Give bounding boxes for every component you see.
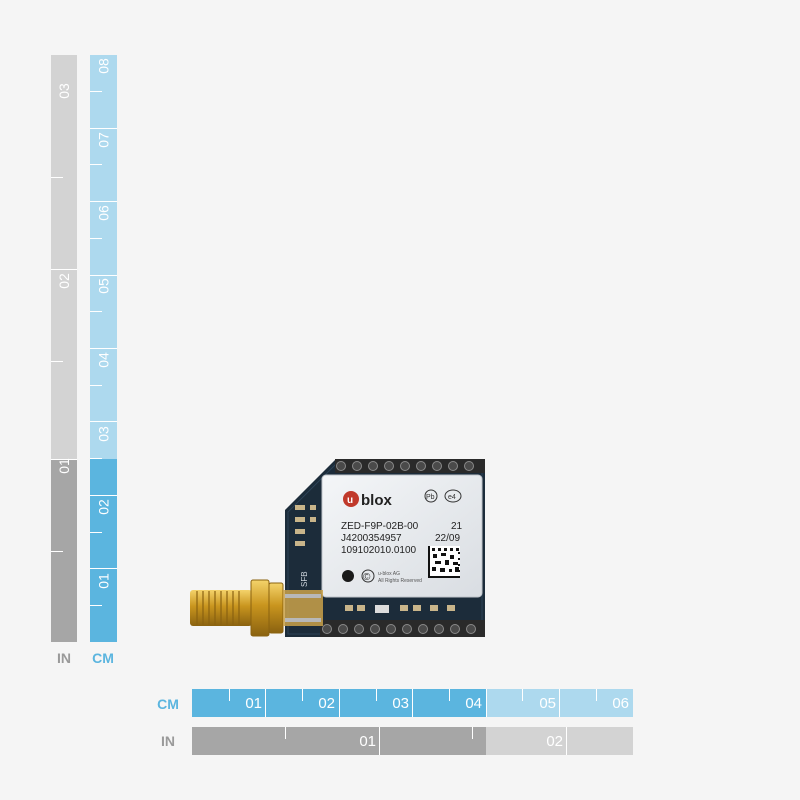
- horizontal-inch-number: 02: [546, 733, 563, 750]
- vertical-cm-tick: [90, 532, 102, 533]
- vertical-inch-tick: [51, 361, 63, 362]
- vertical-cm-number: 07: [95, 132, 112, 148]
- horizontal-cm-tick: [376, 689, 377, 701]
- vertical-inch-ruler: 03 02 01: [51, 55, 77, 642]
- bottom-pin-header: [320, 620, 485, 637]
- module-date: 22/09: [435, 533, 460, 544]
- vertical-cm-number: 05: [95, 278, 112, 294]
- sma-antenna-connector: [190, 579, 323, 637]
- pin1-marker-dot: [342, 570, 354, 582]
- horizontal-inch-tick: [566, 727, 567, 755]
- vertical-inch-tick: [51, 269, 77, 270]
- svg-text:©: ©: [363, 572, 371, 583]
- horizontal-cm-tick: [596, 689, 597, 701]
- vertical-cm-tick: [90, 458, 102, 459]
- vertical-cm-tick: [90, 605, 102, 606]
- vertical-inch-tick: [51, 177, 63, 178]
- vertical-inch-number: 01: [56, 458, 72, 474]
- vertical-inch-tick: [51, 459, 77, 460]
- vertical-cm-tick: [90, 128, 117, 129]
- horizontal-inch-tick: [379, 727, 380, 755]
- horizontal-cm-tick: [486, 689, 487, 717]
- vertical-cm-number: 02: [95, 499, 112, 515]
- svg-text:u: u: [347, 495, 353, 506]
- horizontal-cm-tick: [412, 689, 413, 717]
- datamatrix-code-icon: [428, 546, 460, 578]
- horizontal-cm-number: 06: [612, 695, 629, 712]
- svg-text:e4: e4: [448, 494, 456, 501]
- horizontal-inch-unit-label: IN: [161, 733, 175, 749]
- vertical-cm-ruler-dark-segment: [90, 459, 117, 642]
- vertical-cm-tick: [90, 164, 102, 165]
- top-pin-header: [335, 459, 485, 473]
- module-model: ZED-F9P-02B-00: [341, 521, 419, 532]
- vertical-cm-number: 08: [95, 58, 112, 74]
- horizontal-cm-number: 01: [245, 695, 262, 712]
- horizontal-inch-ruler: 01 02: [192, 727, 633, 755]
- vertical-cm-tick: [90, 311, 102, 312]
- vertical-cm-number: 06: [95, 205, 112, 221]
- horizontal-cm-tick: [449, 689, 450, 701]
- vertical-inch-number: 03: [56, 83, 72, 99]
- horizontal-cm-number: 03: [392, 695, 409, 712]
- svg-text:blox: blox: [361, 492, 392, 509]
- copyright-mark-icon: [361, 569, 375, 583]
- vertical-inch-unit-label: IN: [57, 650, 71, 666]
- module-footer-line1: u-blox AG: [378, 571, 400, 577]
- svg-text:Pb: Pb: [426, 494, 435, 501]
- horizontal-cm-number: 02: [318, 695, 335, 712]
- vertical-cm-tick: [90, 421, 117, 422]
- horizontal-cm-number: 04: [465, 695, 482, 712]
- vertical-cm-tick: [90, 568, 117, 569]
- vertical-inch-tick: [51, 551, 63, 552]
- horizontal-cm-unit-label: CM: [157, 696, 179, 712]
- pcb-silkscreen: SFB: [300, 571, 309, 587]
- horizontal-inch-ruler-dark-segment: [192, 727, 486, 755]
- vertical-cm-tick: [90, 275, 117, 276]
- horizontal-cm-tick: [229, 689, 230, 701]
- vertical-cm-ruler: 08 07 06 05 04 03 02 01: [90, 55, 117, 642]
- ublox-logo-icon: [343, 491, 359, 507]
- gps-module-board-photo: SFB u blox Pb e4 ZED-F9P-02B-00 21 J4200…: [185, 455, 490, 650]
- pb-free-mark-icon: [424, 489, 438, 503]
- vertical-inch-number: 02: [56, 273, 72, 289]
- module-code-right: 21: [451, 521, 463, 532]
- smd-components: [295, 505, 455, 613]
- horizontal-cm-tick: [339, 689, 340, 717]
- horizontal-cm-tick: [559, 689, 560, 717]
- horizontal-cm-number: 05: [539, 695, 556, 712]
- vertical-inch-ruler-dark-segment: [51, 459, 77, 642]
- gps-module-board-graphic: SFB u blox Pb e4 ZED-F9P-02B-00 21 J4200…: [190, 459, 485, 637]
- e4-mark-icon: [444, 489, 462, 503]
- vertical-cm-number: 01: [95, 573, 112, 589]
- horizontal-cm-tick: [265, 689, 266, 717]
- horizontal-inch-tick: [472, 727, 473, 739]
- vertical-cm-tick: [90, 201, 117, 202]
- horizontal-cm-ruler: 01 02 03 04 05 06: [192, 689, 633, 717]
- vertical-cm-tick: [90, 238, 102, 239]
- vertical-cm-tick: [90, 348, 117, 349]
- vertical-cm-tick: [90, 495, 117, 496]
- horizontal-inch-number: 01: [359, 733, 376, 750]
- vertical-cm-unit-label: CM: [92, 650, 114, 666]
- horizontal-cm-tick: [522, 689, 523, 701]
- module-footer-line2: All Rights Reserved: [378, 578, 422, 584]
- horizontal-inch-tick: [285, 727, 286, 739]
- vertical-cm-tick: [90, 385, 102, 386]
- horizontal-cm-tick: [302, 689, 303, 701]
- module-part-number: 109102010.0100: [341, 545, 417, 556]
- vertical-cm-number: 04: [95, 352, 112, 368]
- vertical-cm-number: 03: [95, 426, 112, 442]
- vertical-cm-tick: [90, 91, 102, 92]
- module-serial: J4200354957: [341, 533, 402, 544]
